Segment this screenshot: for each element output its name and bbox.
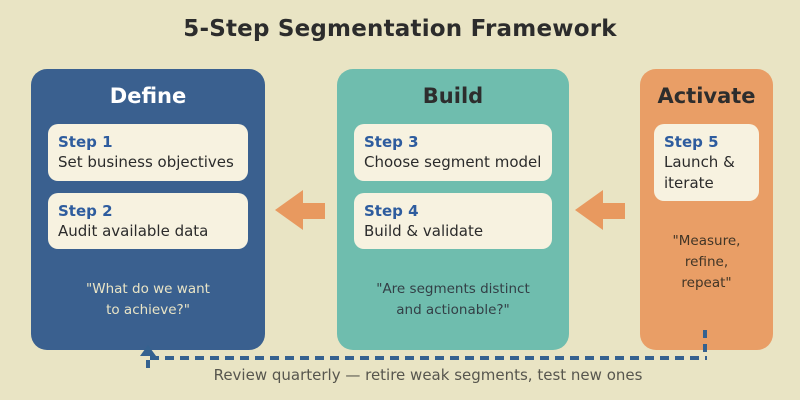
arrow-head <box>575 190 603 230</box>
page-title: 5-Step Segmentation Framework <box>183 16 617 42</box>
step-text: Set business objectives <box>58 153 234 172</box>
feedback-line-horizontal <box>150 356 707 360</box>
step-label: Step 5 <box>664 133 719 151</box>
step-text: Choose segment model <box>364 153 542 172</box>
arrow-head <box>275 190 303 230</box>
arrow-tail <box>302 202 325 219</box>
panel-define: Define Step 1 Set business objectives St… <box>31 69 265 350</box>
panel-define-cards: Step 1 Set business objectives Step 2 Au… <box>48 124 248 249</box>
step-card-5: Step 5 Launch & iterate <box>654 124 759 201</box>
step-card-4: Step 4 Build & validate <box>354 192 552 249</box>
step-label: Step 2 <box>58 201 113 220</box>
step-text: Build & validate <box>364 221 484 240</box>
feedback-line-stub <box>146 360 150 368</box>
panel-build-quote: "Are segments distinct and actionable?" <box>376 281 530 318</box>
step-text: Launch & iterate <box>664 153 735 192</box>
feedback-line-vertical <box>703 330 707 358</box>
panel-define-quote: "What do we want to achieve?" <box>86 281 210 318</box>
panel-build: Build Step 3 Choose segment model Step 4… <box>337 69 569 350</box>
step-card-2: Step 2 Audit available data <box>48 192 248 249</box>
step-text: Audit available data <box>58 221 209 240</box>
arrow-left-icon <box>275 190 325 231</box>
panel-build-cards: Step 3 Choose segment model Step 4 Build… <box>354 124 552 249</box>
panel-activate: Activate Step 5 Launch & iterate "Measur… <box>640 69 773 350</box>
feedback-caption: Review quarterly — retire weak segments,… <box>213 366 643 384</box>
step-card-1: Step 1 Set business objectives <box>48 124 248 181</box>
panel-activate-quote: "Measure, refine, repeat" <box>672 232 741 291</box>
panel-activate-title: Activate <box>657 84 756 108</box>
step-label: Step 4 <box>364 201 419 220</box>
step-label: Step 1 <box>58 133 113 151</box>
arrow-left-icon <box>575 190 625 231</box>
step-label: Step 3 <box>364 133 419 151</box>
arrow-up-icon <box>140 345 156 356</box>
panel-activate-cards: Step 5 Launch & iterate <box>654 124 759 201</box>
arrow-tail <box>602 202 625 219</box>
panel-build-title: Build <box>422 84 484 108</box>
panel-define-title: Define <box>109 84 187 108</box>
step-card-3: Step 3 Choose segment model <box>354 124 552 181</box>
